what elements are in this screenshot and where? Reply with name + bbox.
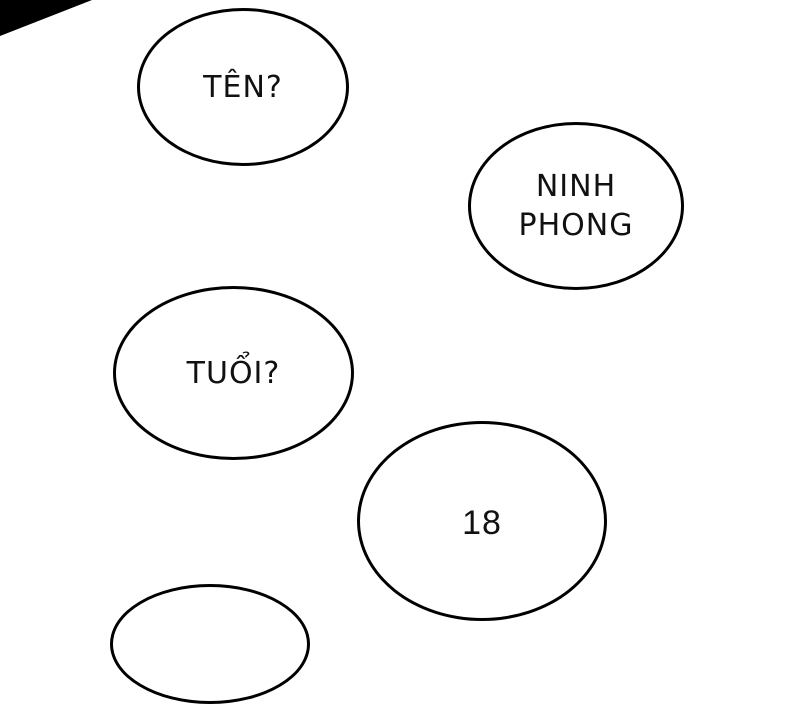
black-panel-corner [0, 0, 92, 36]
bubble-text-ten: TÊN? [203, 69, 283, 105]
speech-bubble-partial [110, 584, 310, 704]
bubble-text-tuoi: TUỔI? [186, 355, 281, 391]
bubble-text-ninh-phong: NINH PHONG [518, 169, 634, 243]
speech-bubble-tuoi: TUỔI? [113, 286, 354, 460]
speech-bubble-ninh-phong: NINH PHONG [468, 122, 684, 290]
speech-bubble-ten: TÊN? [137, 8, 349, 166]
speech-bubble-age: 18 [357, 421, 607, 621]
bubble-text-age: 18 [462, 503, 502, 542]
